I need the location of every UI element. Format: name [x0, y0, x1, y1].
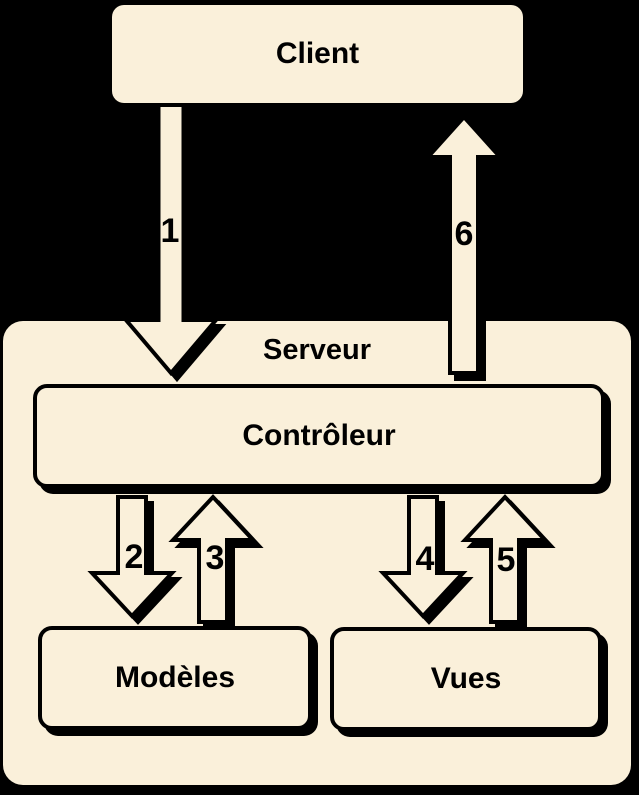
node-controleur: Contrôleur [33, 384, 605, 488]
arrow-2-label: 2 [124, 538, 144, 576]
arrow-4-label: 4 [415, 540, 435, 578]
node-vues: Vues [330, 627, 602, 731]
arrow-5-vues-to-controleur-icon [460, 494, 556, 630]
node-client: Client [112, 5, 523, 103]
arrow-2-controleur-to-modeles-icon [87, 495, 183, 625]
arrow-5-label: 5 [496, 541, 516, 579]
arrow-6-label: 6 [454, 215, 474, 253]
arrow-1-client-to-controleur-icon [121, 103, 227, 383]
arrow-6-controleur-to-client-icon [423, 114, 511, 381]
arrow-4-controleur-to-vues-icon [378, 495, 474, 625]
arrow-1-label: 1 [160, 212, 180, 250]
node-vues-label: Vues [430, 662, 502, 695]
arrow-3-label: 3 [205, 539, 225, 577]
node-client-label: Client [275, 37, 360, 70]
arrow-3-modeles-to-controleur-icon [168, 494, 264, 630]
node-modeles: Modèles [38, 626, 312, 730]
node-controleur-label: Contrôleur [242, 419, 396, 452]
node-modeles-label: Modèles [114, 661, 236, 694]
node-serveur-label: Serveur [262, 334, 371, 366]
